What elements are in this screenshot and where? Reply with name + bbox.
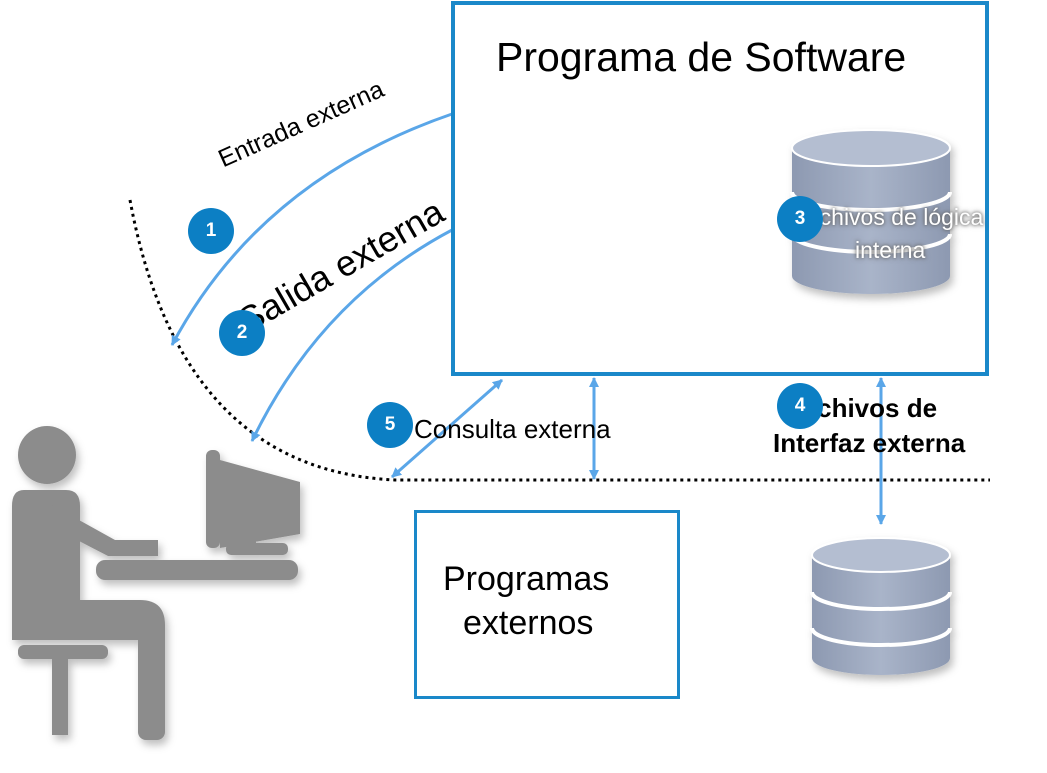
badge-3: 3 [777,196,823,242]
badge-5: 5 [367,402,413,448]
external-query-label: Consulta externa [414,414,611,444]
badge-2: 2 [219,310,265,356]
badge-1: 1 [188,208,234,254]
user-at-computer-icon [12,426,300,740]
external-output-arrow [250,228,453,442]
external-query-arrow [391,378,503,479]
internal-files-label-line1: rchivos de lógica [812,204,984,230]
external-programs-label-line1: Programas [443,560,610,598]
interface-files-label-line1: rchivos de [807,393,938,423]
internal-files-label-line2: interna [855,237,926,263]
external-input-arrow [170,112,453,346]
software-program-box [451,1,989,376]
external-programs-box [414,510,680,699]
database-icon [810,537,952,675]
software-program-title: Programa de Software [496,34,907,80]
application-boundary-line [128,199,990,482]
external-programs-label-line2: externos [463,604,594,642]
badge-4: 4 [777,383,823,429]
interface-files-label-line2: Interfaz externa [773,428,966,458]
database-icon [790,129,952,294]
